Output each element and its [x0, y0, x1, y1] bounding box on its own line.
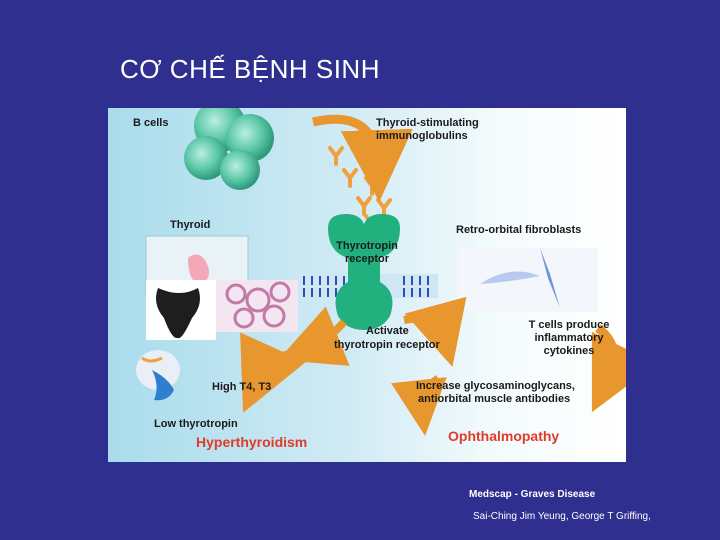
- label-receptor-2: receptor: [332, 253, 402, 266]
- label-receptor-1: Thyrotropin: [332, 240, 402, 253]
- arrow-activate-right: [404, 319, 444, 336]
- label-retro-orbital: Retro-orbital fibroblasts: [456, 224, 581, 237]
- pituitary-image: [136, 350, 180, 400]
- fibroblasts-image: [458, 248, 598, 312]
- thyrotropin-receptor-shape: [328, 214, 400, 330]
- label-thyroid: Thyroid: [170, 219, 210, 232]
- thyroid-histology: [146, 280, 298, 340]
- label-activate-2: thyrotropin receptor: [334, 339, 440, 352]
- arrow-tsi: [313, 119, 378, 166]
- label-activate-1: Activate: [366, 325, 409, 338]
- label-high-t4: High T4, T3: [212, 381, 271, 394]
- label-hyperthyroidism: Hyperthyroidism: [196, 434, 307, 450]
- diagram-artwork: [108, 108, 626, 462]
- label-ophthalmopathy: Ophthalmopathy: [448, 428, 559, 444]
- b-cells-image: [184, 108, 274, 190]
- label-increase-2: antiorbital muscle antibodies: [418, 393, 570, 406]
- label-tcells-2: inflammatory: [524, 332, 614, 345]
- arrow-to-high-t4: [258, 352, 298, 380]
- label-tcells-3: cytokines: [524, 345, 614, 358]
- label-low-thyrotropin: Low thyrotropin: [154, 418, 238, 431]
- label-b-cells: B cells: [133, 117, 168, 130]
- label-tsi-2: immunoglobulins: [376, 130, 468, 143]
- label-increase-1: Increase glycosaminoglycans,: [416, 380, 575, 393]
- credit-source: Medscap - Graves Disease: [469, 489, 595, 500]
- pathogenesis-diagram: B cells Thyroid-stimulating immunoglobul…: [108, 108, 626, 462]
- label-tcells-1: T cells produce: [524, 319, 614, 332]
- slide-title: CƠ CHẾ BỆNH SINH: [120, 54, 380, 85]
- credit-authors: Sai-Ching Jim Yeung, George T Griffing,: [473, 511, 651, 522]
- label-tsi-1: Thyroid-stimulating: [376, 117, 479, 130]
